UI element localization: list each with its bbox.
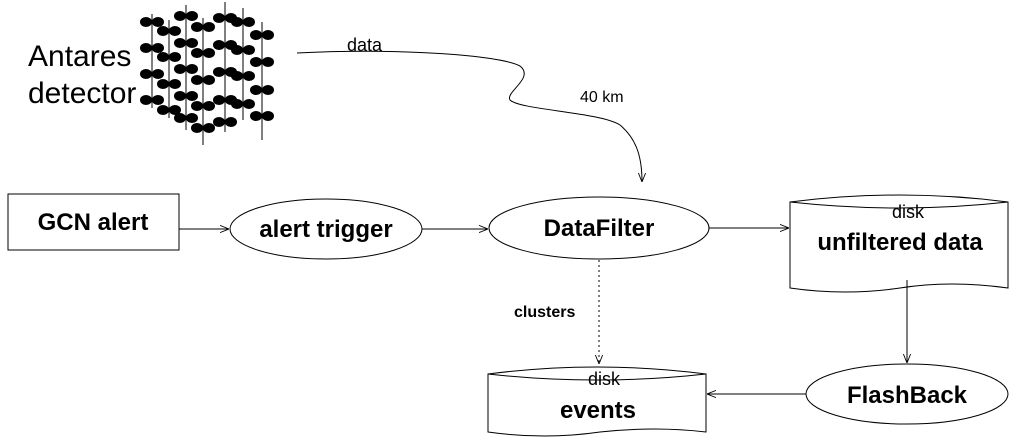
gcn-alert-box <box>7 193 180 251</box>
optical-module <box>213 117 225 127</box>
optical-module <box>157 26 169 36</box>
gcn-alert-label: GCN alert <box>38 209 149 236</box>
detector-label-line1: Antares <box>28 40 131 73</box>
optical-module <box>169 79 181 89</box>
optical-module <box>186 113 198 123</box>
detector-icon <box>140 2 274 145</box>
optical-module <box>250 57 262 67</box>
optical-module <box>169 52 181 62</box>
optical-module <box>191 22 203 32</box>
optical-module <box>191 123 203 133</box>
optical-module <box>186 11 198 21</box>
optical-module <box>243 99 255 109</box>
optical-module <box>203 101 215 111</box>
data-label: data <box>347 35 383 55</box>
optical-module <box>203 48 215 58</box>
optical-module <box>191 101 203 111</box>
optical-module <box>262 30 274 40</box>
optical-module <box>262 85 274 95</box>
flashback-label: FlashBack <box>847 382 968 409</box>
unfiltered-disk-shape <box>789 194 1009 293</box>
detector-label-line2: detector <box>28 77 136 110</box>
optical-module <box>213 95 225 105</box>
optical-module <box>203 75 215 85</box>
unfiltered-disk-top-rim <box>789 201 1009 209</box>
optical-module <box>213 13 225 23</box>
optical-module <box>157 52 169 62</box>
optical-module <box>140 43 152 53</box>
distance-label: 40 km <box>580 89 624 106</box>
events-disk-top-label: disk <box>588 369 621 389</box>
unfiltered-disk-top-label: disk <box>892 202 925 222</box>
optical-module <box>186 91 198 101</box>
optical-module <box>152 69 164 79</box>
optical-module <box>225 117 237 127</box>
optical-module <box>213 67 225 77</box>
optical-module <box>243 17 255 27</box>
events-disk-top-rim <box>487 373 707 381</box>
optical-module <box>186 64 198 74</box>
optical-module <box>250 30 262 40</box>
optical-module <box>231 45 243 55</box>
alert-trigger-label: alert trigger <box>259 216 392 243</box>
optical-module <box>140 95 152 105</box>
optical-module <box>231 99 243 109</box>
optical-module <box>203 22 215 32</box>
optical-module <box>152 17 164 27</box>
optical-module <box>231 17 243 27</box>
optical-module <box>169 105 181 115</box>
optical-module <box>186 38 198 48</box>
optical-module <box>191 48 203 58</box>
optical-module <box>152 95 164 105</box>
optical-module <box>174 113 186 123</box>
optical-module <box>203 123 215 133</box>
optical-module <box>250 111 262 121</box>
optical-module <box>231 71 243 81</box>
optical-module <box>169 26 181 36</box>
optical-module <box>243 45 255 55</box>
clusters-label: clusters <box>514 304 575 321</box>
optical-module <box>157 105 169 115</box>
optical-module <box>174 64 186 74</box>
optical-module <box>174 91 186 101</box>
optical-module <box>250 85 262 95</box>
optical-module <box>174 38 186 48</box>
optical-module <box>152 43 164 53</box>
optical-module <box>140 69 152 79</box>
unfiltered-data-label: unfiltered data <box>817 229 983 256</box>
optical-module <box>174 11 186 21</box>
optical-module <box>191 75 203 85</box>
optical-module <box>243 71 255 81</box>
optical-module <box>262 57 274 67</box>
optical-module <box>157 79 169 89</box>
events-label: events <box>560 397 636 424</box>
optical-module <box>140 17 152 27</box>
optical-module <box>262 111 274 121</box>
data-link-curve <box>296 50 642 182</box>
events-disk-shape <box>487 366 707 437</box>
optical-module <box>213 40 225 50</box>
datafilter-label: DataFilter <box>544 215 655 242</box>
